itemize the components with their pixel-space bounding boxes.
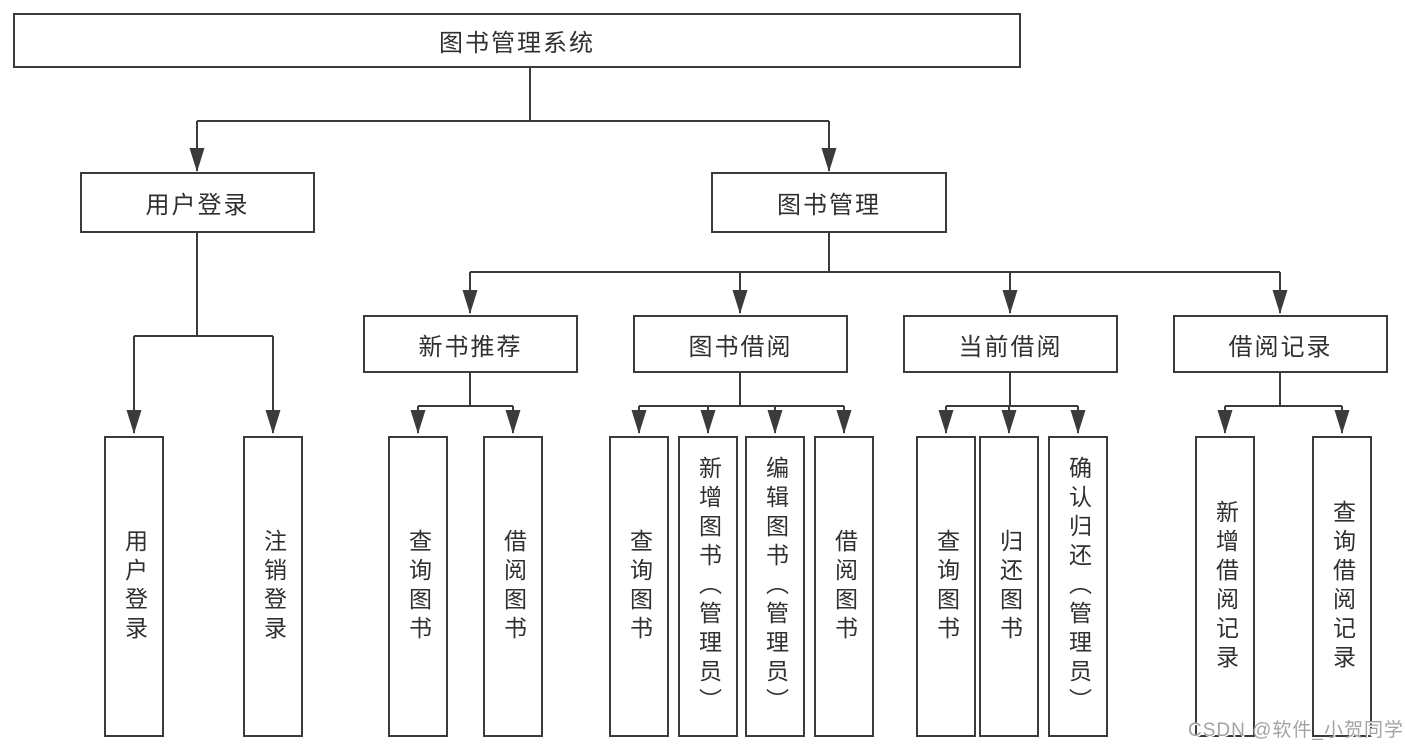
node-label: 借阅图书 — [500, 528, 527, 645]
node-label: 注销登录 — [260, 528, 287, 645]
node-label: 图书管理 — [777, 192, 881, 219]
node-label: 用户登录 — [121, 528, 148, 645]
node-book-management: 图书管理 — [711, 172, 947, 233]
node-book-borrowing: 图书借阅 — [633, 315, 848, 373]
node-label: 归还图书 — [996, 528, 1023, 645]
node-current-borrowing: 当前借阅 — [903, 315, 1118, 373]
node-label: 确认归还（管理员） — [1065, 456, 1092, 717]
leaf-query-books-borrow: 查询图书 — [609, 436, 669, 737]
node-label: 新增图书（管理员） — [695, 456, 722, 717]
node-label: 编辑图书（管理员） — [762, 456, 789, 717]
node-label: 查询图书 — [405, 528, 432, 645]
leaf-query-books-current: 查询图书 — [916, 436, 976, 737]
leaf-logout: 注销登录 — [243, 436, 303, 737]
node-label: 图书借阅 — [688, 333, 793, 361]
node-label: 当前借阅 — [958, 333, 1063, 361]
leaf-confirm-return-admin: 确认归还（管理员） — [1048, 436, 1108, 737]
node-label: 查询图书 — [933, 528, 960, 645]
csdn-watermark: CSDN @软件_小贺同学 — [1188, 720, 1404, 741]
leaf-borrow-books: 借阅图书 — [814, 436, 874, 737]
node-new-book-recommend: 新书推荐 — [363, 315, 578, 373]
leaf-query-borrow-record: 查询借阅记录 — [1312, 436, 1372, 737]
leaf-edit-book-admin: 编辑图书（管理员） — [745, 436, 805, 737]
node-label: 查询图书 — [626, 528, 653, 645]
node-label: 新增借阅记录 — [1212, 499, 1239, 674]
node-user-login: 用户登录 — [80, 172, 315, 233]
node-label: 借阅记录 — [1228, 333, 1333, 361]
leaf-borrow-books-recommend: 借阅图书 — [483, 436, 543, 737]
node-label: 新书推荐 — [418, 333, 523, 361]
node-label: 借阅图书 — [831, 528, 858, 645]
trunk-lines — [134, 68, 1342, 407]
leaf-add-borrow-record: 新增借阅记录 — [1195, 436, 1255, 737]
node-label: 图书管理系统 — [439, 30, 595, 57]
leaf-query-books-recommend: 查询图书 — [388, 436, 448, 737]
node-label: 用户登录 — [145, 192, 250, 219]
node-label: 查询借阅记录 — [1329, 499, 1356, 674]
node-library-management-system: 图书管理系统 — [13, 13, 1021, 68]
arrow-lines — [126, 121, 1350, 434]
leaf-add-book-admin: 新增图书（管理员） — [678, 436, 738, 737]
node-borrowing-records: 借阅记录 — [1173, 315, 1388, 373]
leaf-return-book: 归还图书 — [979, 436, 1039, 737]
leaf-user-login: 用户登录 — [104, 436, 164, 737]
